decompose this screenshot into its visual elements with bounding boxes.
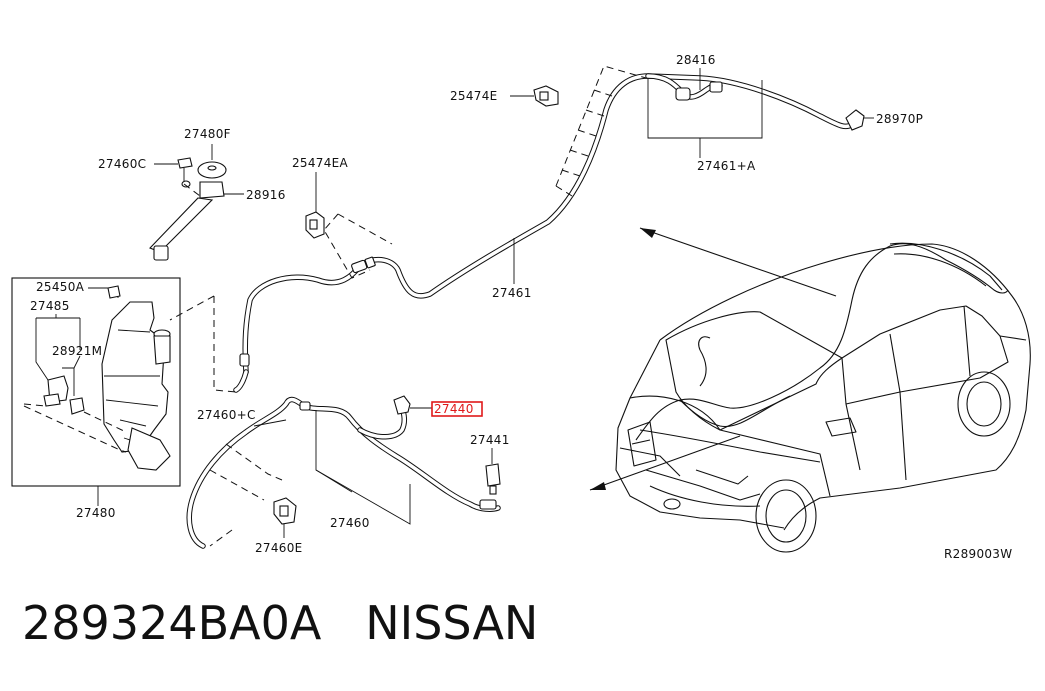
reference-code: R289003W — [944, 547, 1012, 561]
label-27460c: 27460C — [98, 157, 146, 171]
part-27480f-filler — [149, 144, 244, 261]
label-25474ea: 25474EA — [292, 156, 349, 170]
label-28416: 28416 — [676, 53, 716, 67]
brand-name: NISSAN — [365, 596, 539, 650]
part-27440-nozzle — [393, 395, 432, 415]
label-27461: 27461 — [492, 286, 532, 300]
label-28916: 28916 — [246, 188, 286, 202]
part-27441-nozzle — [485, 448, 501, 495]
routing-dashed-guides — [139, 65, 647, 547]
part-25474e-clip — [510, 85, 559, 107]
label-28970p: 28970P — [876, 112, 923, 126]
tank-assembly — [11, 277, 181, 487]
callout-brackets — [55, 68, 763, 525]
part-25474ea-clip — [305, 172, 325, 239]
label-27460e: 27460E — [255, 541, 303, 555]
part-caption: 289324BA0A NISSAN — [22, 596, 538, 650]
label-28921m: 28921M — [52, 344, 102, 358]
label-25450a: 25450A — [36, 280, 85, 294]
label-27460-c: 27460+C — [197, 408, 256, 422]
part-28970p-nozzle — [845, 109, 874, 131]
part-number: 289324BA0A — [22, 596, 322, 650]
label-27480f: 27480F — [184, 127, 231, 141]
label-27480: 27480 — [76, 506, 116, 520]
tank-frame — [11, 277, 181, 487]
label-27460: 27460 — [330, 516, 370, 530]
callout-labels: 28416 25474E 28970P 27461+A 27480F 27460… — [30, 53, 1012, 561]
label-27485: 27485 — [30, 299, 70, 313]
part-27460e-clip — [273, 497, 297, 538]
label-27441: 27441 — [470, 433, 510, 447]
highlight-box-27440 — [431, 401, 483, 417]
label-27440: 27440 — [434, 402, 474, 416]
car-illustration — [615, 242, 1031, 553]
washer-hose-main — [186, 73, 855, 549]
hose-connectors — [239, 81, 723, 510]
label-27461-a: 27461+A — [697, 159, 756, 173]
pointer-arrows — [589, 227, 837, 491]
label-25474e: 25474E — [450, 89, 498, 103]
